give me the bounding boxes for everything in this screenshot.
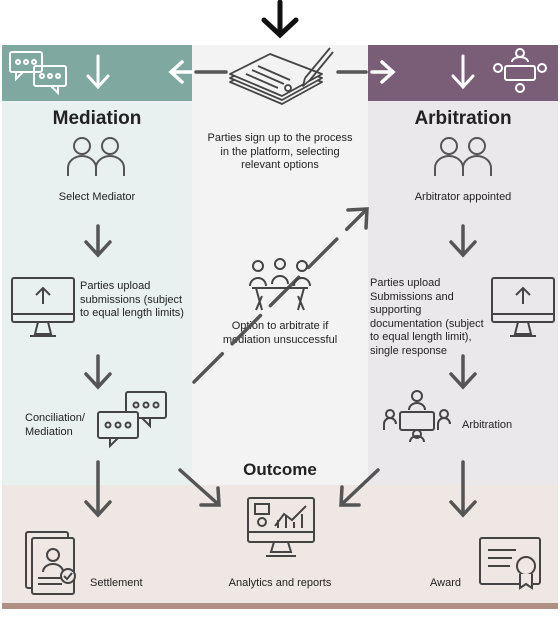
arbitration-step-arbitration: Arbitration xyxy=(462,419,513,431)
arbitration-arrow-3-icon xyxy=(449,460,477,518)
settlement-document-icon xyxy=(25,531,76,595)
mediation-step-select-mediator: Select Mediator xyxy=(58,191,136,203)
mediation-arrow-2-icon xyxy=(84,354,112,390)
top-arrow-icon xyxy=(261,0,299,39)
bottom-divider xyxy=(2,603,558,609)
arbitration-arrow-1-icon xyxy=(449,224,477,258)
mediation-upload-monitor-icon xyxy=(11,277,75,337)
mediation-parties-icon xyxy=(67,137,125,176)
conciliation-chat-icon xyxy=(97,391,167,449)
chat-bubbles-icon xyxy=(9,51,67,96)
escalation-arrow-icon xyxy=(192,207,369,384)
outcome-section xyxy=(2,485,558,603)
arbitration-title: Arbitration xyxy=(414,108,512,129)
arbitration-table-icon xyxy=(383,390,451,443)
analytics-monitor-icon xyxy=(247,497,315,557)
arbitration-to-outcome-arrow-icon xyxy=(339,468,380,507)
arbitration-upload-monitor-icon xyxy=(491,277,555,337)
award-label: Award xyxy=(430,577,461,589)
signing-documents-icon xyxy=(229,47,334,105)
outcome-title: Outcome xyxy=(243,460,317,479)
mediation-arrow-1-icon xyxy=(84,224,112,258)
arbitration-meeting-icon xyxy=(249,258,311,311)
mediation-to-outcome-arrow-icon xyxy=(178,468,221,507)
meeting-table-icon xyxy=(493,48,547,93)
left-arrow-icon xyxy=(168,60,197,84)
arbitration-parties-icon xyxy=(434,137,492,176)
arbitration-column xyxy=(368,45,558,485)
mediation-title: Mediation xyxy=(52,108,142,129)
arbitration-down-arrow-icon xyxy=(451,54,475,90)
mediation-step-conciliation: Conciliation/ Mediation xyxy=(25,412,85,438)
settlement-label: Settlement xyxy=(90,577,143,589)
analytics-label: Analytics and reports xyxy=(228,577,332,589)
arbitrate-option-text: Option to arbitrate if mediation unsucce… xyxy=(222,320,338,346)
mediation-step-upload: Parties upload submissions (subject to e… xyxy=(80,280,184,319)
arbitration-arrow-2-icon xyxy=(449,354,477,390)
signup-text: Parties sign up to the process in the pl… xyxy=(207,132,353,171)
right-arrow-icon xyxy=(370,60,396,84)
mediation-down-arrow-icon xyxy=(86,54,110,90)
award-certificate-icon xyxy=(479,537,541,590)
arbitration-step-upload: Parties upload Submissions and supportin… xyxy=(370,277,484,357)
center-column xyxy=(192,45,368,485)
mediation-column xyxy=(2,45,192,485)
arbitration-step-appointed: Arbitrator appointed xyxy=(414,191,512,203)
mediation-arrow-3-icon xyxy=(84,460,112,518)
